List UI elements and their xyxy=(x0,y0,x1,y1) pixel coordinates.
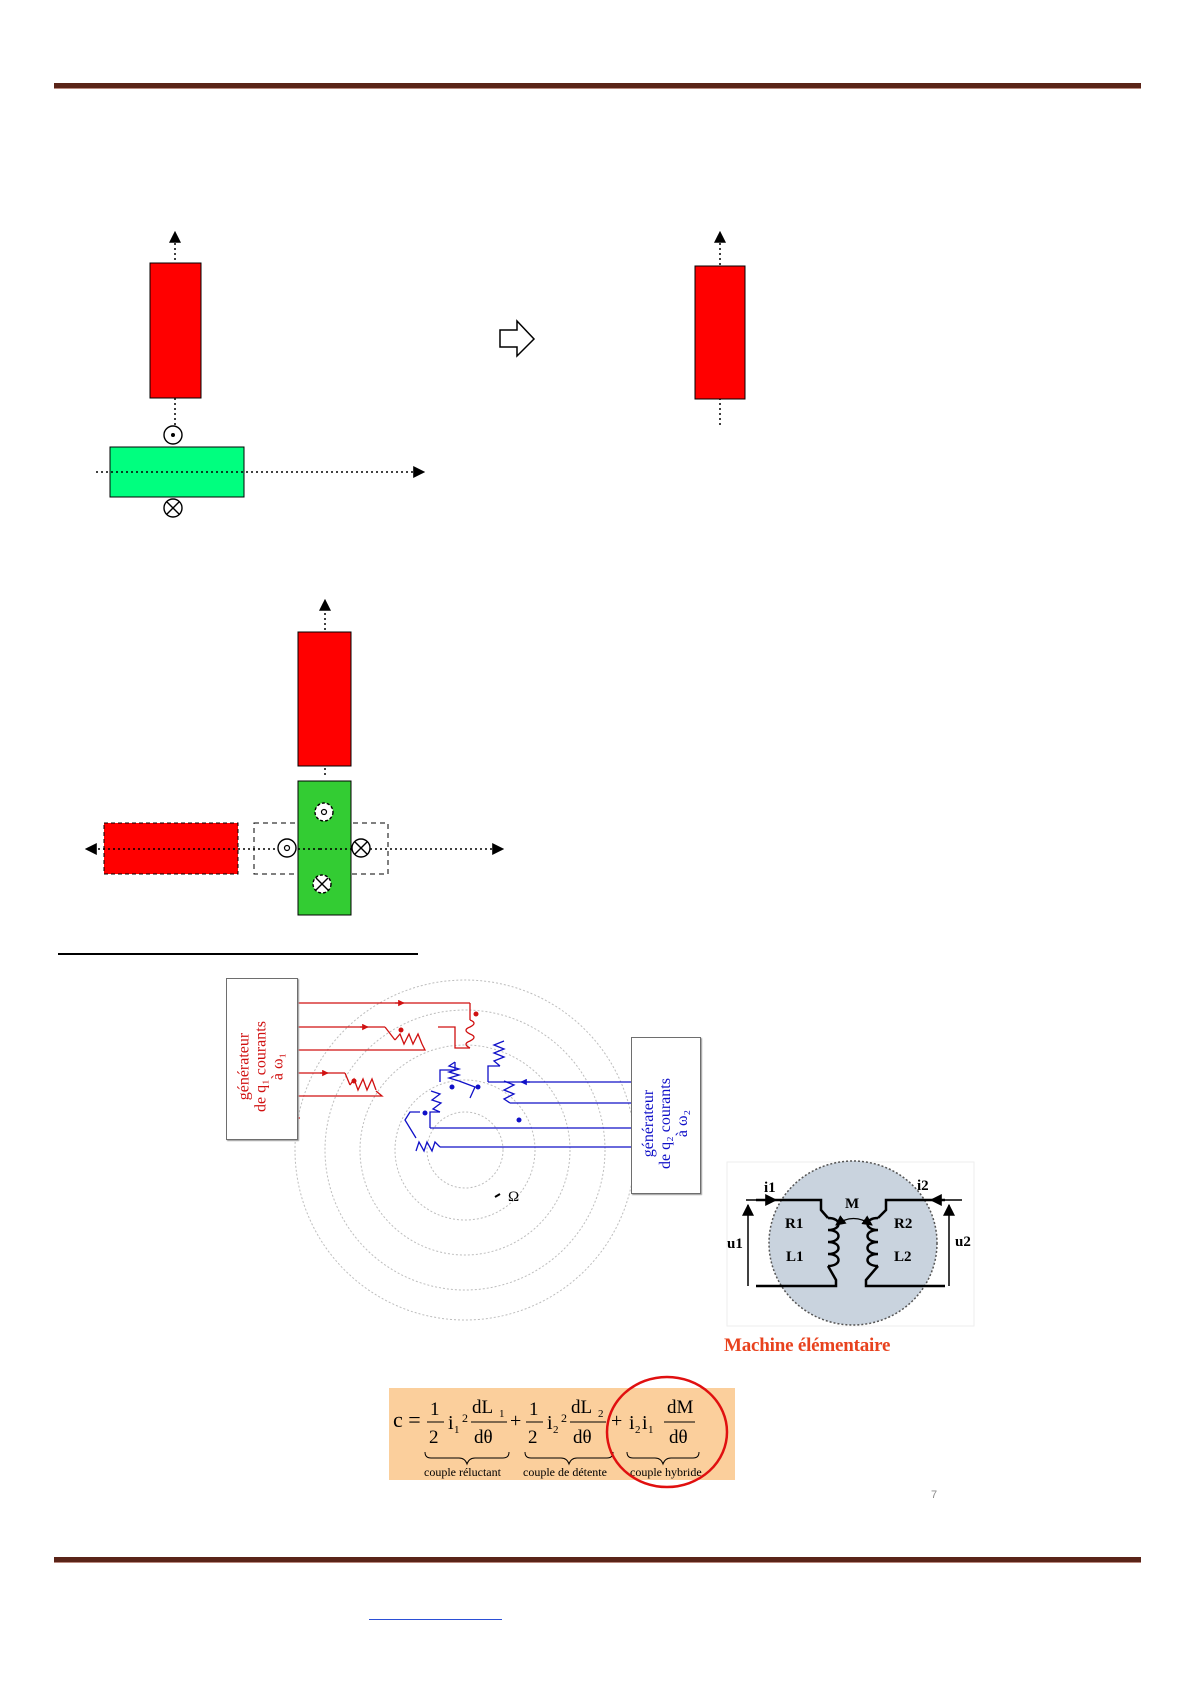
label-i2: i2 xyxy=(917,1178,929,1194)
current-in-icon xyxy=(164,499,182,517)
label-R1: R1 xyxy=(785,1216,803,1232)
f2-num: 1 xyxy=(529,1399,539,1420)
figure2 xyxy=(86,600,503,915)
omega-label: Ω xyxy=(508,1189,519,1206)
current-in-icon-3 xyxy=(313,875,331,893)
rotor-coil-green-2 xyxy=(298,781,351,915)
label-u2: u2 xyxy=(955,1234,971,1250)
formula-c: c = xyxy=(393,1407,421,1432)
torque-formula: c = 1 2 i 1 2 dL 1 dθ + couple réluctant… xyxy=(389,1388,735,1480)
machine-diagram: i1 i2 u1 u2 M R1 L1 R2 L2 xyxy=(727,1161,974,1326)
footer-link-underline[interactable] xyxy=(369,1619,502,1620)
page-number: 7 xyxy=(931,1489,937,1501)
generator-right-box: générateur de q₂ courants à ω₂ xyxy=(631,1037,701,1194)
f1-dL: dL xyxy=(472,1397,493,1418)
gen-right-line3: à ω₂ xyxy=(674,1046,691,1201)
equivalent-magnet-red xyxy=(695,266,745,399)
red-circuit xyxy=(297,1003,474,1118)
upper-magnet-red xyxy=(298,632,351,766)
omega-tick xyxy=(495,1194,500,1197)
current-out-icon-2 xyxy=(278,839,296,857)
stator-magnet-red xyxy=(150,263,201,398)
blue-dots xyxy=(423,1085,522,1123)
label-i1: i1 xyxy=(764,1180,776,1196)
f3-sub2: 2 xyxy=(635,1424,641,1436)
label-M: M xyxy=(845,1196,859,1212)
f1-dtheta: dθ xyxy=(474,1427,493,1448)
f2-sub: 2 xyxy=(553,1424,559,1436)
brace-label-3: couple hybride xyxy=(630,1465,702,1479)
field-circles xyxy=(295,980,635,1320)
plus-1: + xyxy=(510,1410,521,1432)
f3-sub1: 1 xyxy=(648,1424,654,1436)
label-u1: u1 xyxy=(727,1236,743,1252)
plus-2: + xyxy=(611,1410,622,1432)
label-R2: R2 xyxy=(894,1216,912,1232)
gen-left-line1: générateur xyxy=(236,987,253,1147)
blue-circuit xyxy=(405,1041,632,1151)
label-L1: L1 xyxy=(786,1249,804,1265)
f3-dM: dM xyxy=(667,1397,694,1418)
f1-sup: 2 xyxy=(462,1411,468,1425)
label-L2: L2 xyxy=(894,1249,912,1265)
generator-left-label: générateur de q₁ courants à ω₁ xyxy=(236,987,287,1147)
section-underline xyxy=(58,953,418,955)
brace-label-2: couple de détente xyxy=(523,1465,607,1479)
gen-right-line2: de q₂ courants xyxy=(657,1046,674,1201)
f1-den: 2 xyxy=(429,1427,439,1448)
figure3 xyxy=(295,980,635,1320)
generator-right-label: générateur de q₂ courants à ω₂ xyxy=(640,1046,691,1201)
brace-label-1: couple réluctant xyxy=(424,1465,502,1479)
f2-den: 2 xyxy=(528,1427,538,1448)
current-in-icon-2 xyxy=(352,839,370,857)
figure1-right xyxy=(695,232,745,425)
machine-caption: Machine élémentaire xyxy=(724,1335,890,1357)
gen-left-line2: de q₁ courants xyxy=(253,987,270,1147)
gen-right-line1: générateur xyxy=(640,1046,657,1201)
f2-dL-sub: 2 xyxy=(598,1408,604,1420)
red-arrowheads xyxy=(320,1003,404,1073)
gen-left-line3: à ω₁ xyxy=(270,987,287,1147)
machine-circle xyxy=(769,1161,937,1325)
formula-svg: c = 1 2 i 1 2 dL 1 dθ + couple réluctant… xyxy=(389,1388,735,1480)
implies-arrow-icon xyxy=(500,321,534,356)
current-out-icon xyxy=(164,426,182,444)
f1-dL-sub: 1 xyxy=(499,1408,505,1420)
figure1-left xyxy=(96,232,424,517)
f2-dtheta: dθ xyxy=(573,1427,592,1448)
f2-sup: 2 xyxy=(561,1411,567,1425)
generator-left-box: générateur de q₁ courants à ω₁ xyxy=(226,978,298,1140)
f3-dtheta: dθ xyxy=(669,1427,688,1448)
current-out-icon-3 xyxy=(315,803,333,821)
f1-sub: 1 xyxy=(454,1424,460,1436)
footer-rule xyxy=(54,1557,1141,1563)
f1-num: 1 xyxy=(430,1399,440,1420)
f2-dL: dL xyxy=(571,1397,592,1418)
